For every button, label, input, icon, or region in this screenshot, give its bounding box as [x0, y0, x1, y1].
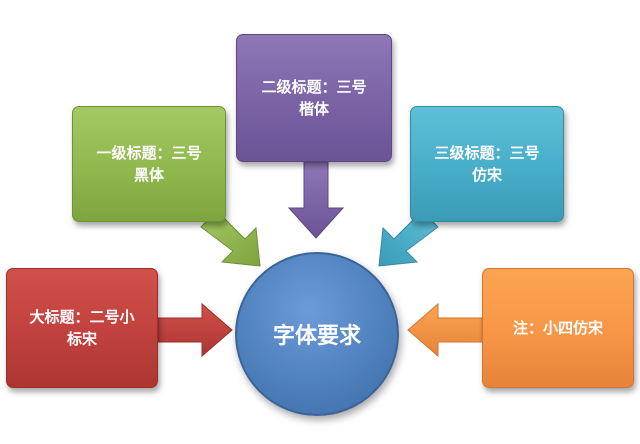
note-box: 注：小四仿宋 [482, 268, 634, 388]
arrow-main-title [157, 302, 233, 358]
level1-heading-label: 一级标题：三号 黑体 [96, 144, 202, 184]
center-circle: 字体要求 [235, 252, 399, 416]
level2-heading-box: 二级标题：三号 楷体 [236, 34, 392, 162]
main-title-box: 大标题：二号小 标宋 [6, 268, 158, 388]
level3-heading-label: 三级标题：三号 仿宋 [434, 144, 540, 184]
center-label: 字体要求 [272, 324, 361, 349]
note-label: 注：小四仿宋 [512, 319, 603, 337]
level1-heading-box: 一级标题：三号 黑体 [72, 106, 226, 222]
main-title-label: 大标题：二号小 标宋 [29, 308, 135, 348]
arrow-level2 [287, 161, 345, 239]
level2-heading-label: 二级标题：三号 楷体 [261, 78, 367, 118]
level3-heading-box: 三级标题：三号 仿宋 [410, 106, 564, 222]
arrow-note [407, 302, 483, 358]
